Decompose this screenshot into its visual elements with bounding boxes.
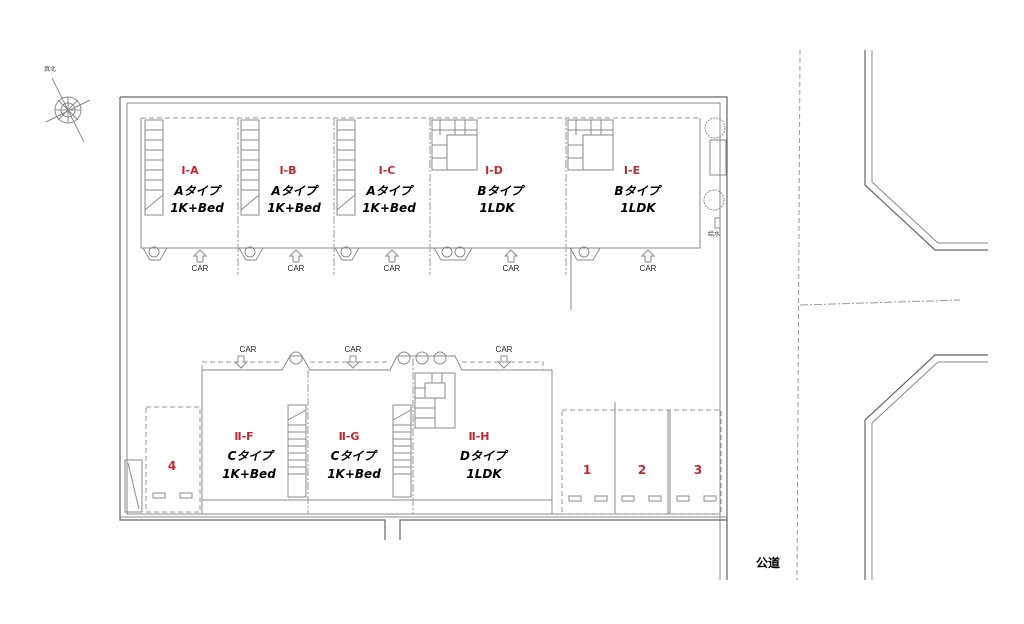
car-arrow-icon (233, 355, 512, 369)
unit-type: Bタイプ (614, 184, 662, 198)
spiral-stair-icon (431, 119, 614, 171)
stair-icon (144, 119, 356, 216)
unit-II-G: Ⅱ-G Cタイプ 1K+Bed (327, 430, 381, 481)
unit-layout: 1K+Bed (267, 201, 321, 215)
unit-id: Ⅰ-B (279, 164, 296, 177)
unit-id: Ⅱ-H (468, 430, 489, 443)
public-road: 公道 (756, 49, 988, 581)
car-arrow-icon (192, 249, 656, 263)
public-road-label: 公道 (756, 555, 780, 570)
car-label: CAR (240, 345, 257, 354)
unit-I-C: Ⅰ-C Aタイプ 1K+Bed (362, 164, 416, 215)
unit-layout: 1LDK (620, 201, 657, 215)
building-2: Ⅱ-F Cタイプ 1K+Bed Ⅱ-G Cタイプ 1K+Bed Ⅱ-H Dタイプ… (201, 345, 553, 514)
water-supply-label: 給水 (708, 230, 720, 238)
unit-II-F: Ⅱ-F Cタイプ 1K+Bed (222, 430, 276, 481)
unit-id: Ⅱ-G (339, 430, 360, 443)
unit-id: Ⅰ-A (181, 164, 199, 177)
parking-space-2: 2 (638, 463, 646, 477)
unit-type: Bタイプ (477, 184, 525, 198)
unit-I-A: Ⅰ-A Aタイプ 1K+Bed (170, 164, 224, 215)
unit-layout: 1K+Bed (170, 201, 224, 215)
unit-I-E: Ⅰ-E Bタイプ 1LDK (614, 164, 662, 215)
spiral-stair-icon (414, 372, 456, 429)
unit-layout: 1LDK (479, 201, 516, 215)
car-label: CAR (503, 264, 520, 273)
unit-id: Ⅰ-E (624, 164, 640, 177)
unit-layout: 1LDK (466, 467, 503, 481)
unit-type: Aタイプ (270, 184, 319, 198)
unit-id: Ⅱ-F (234, 430, 253, 443)
unit-type: Aタイプ (365, 184, 414, 198)
parking-space-4: 4 (168, 459, 176, 473)
unit-type: Cタイプ (228, 449, 276, 463)
unit-type: Cタイプ (331, 449, 379, 463)
unit-II-H: Ⅱ-H Dタイプ 1LDK (460, 430, 509, 481)
parking-space-1: 1 (583, 463, 591, 477)
unit-type: Aタイプ (173, 184, 222, 198)
tree-icon (703, 117, 727, 229)
car-label: CAR (384, 264, 401, 273)
unit-id: Ⅰ-D (485, 164, 503, 177)
unit-layout: 1K+Bed (362, 201, 416, 215)
meter-box-icon (142, 246, 601, 261)
stair-icon (287, 404, 412, 498)
unit-layout: 1K+Bed (327, 467, 381, 481)
unit-id: Ⅰ-C (379, 164, 396, 177)
true-north-label: 真北 (44, 65, 56, 73)
car-label: CAR (345, 345, 362, 354)
car-label: CAR (288, 264, 305, 273)
parking-space-3: 3 (694, 463, 702, 477)
building-1: 給水 Ⅰ-A Aタイプ 1K+Bed Ⅰ-B Aタイプ 1K+Bed Ⅰ-C A… (140, 117, 727, 310)
car-label: CAR (496, 345, 513, 354)
car-label: CAR (192, 264, 209, 273)
site-boundary (119, 96, 728, 580)
car-label: CAR (640, 264, 657, 273)
unit-I-D: Ⅰ-D Bタイプ 1LDK (477, 164, 525, 215)
unit-I-B: Ⅰ-B Aタイプ 1K+Bed (267, 164, 321, 215)
north-compass-icon: 真北 (44, 65, 91, 143)
unit-type: Dタイプ (460, 449, 509, 463)
parking-area: 1 2 3 4 (124, 402, 722, 515)
unit-layout: 1K+Bed (222, 467, 276, 481)
